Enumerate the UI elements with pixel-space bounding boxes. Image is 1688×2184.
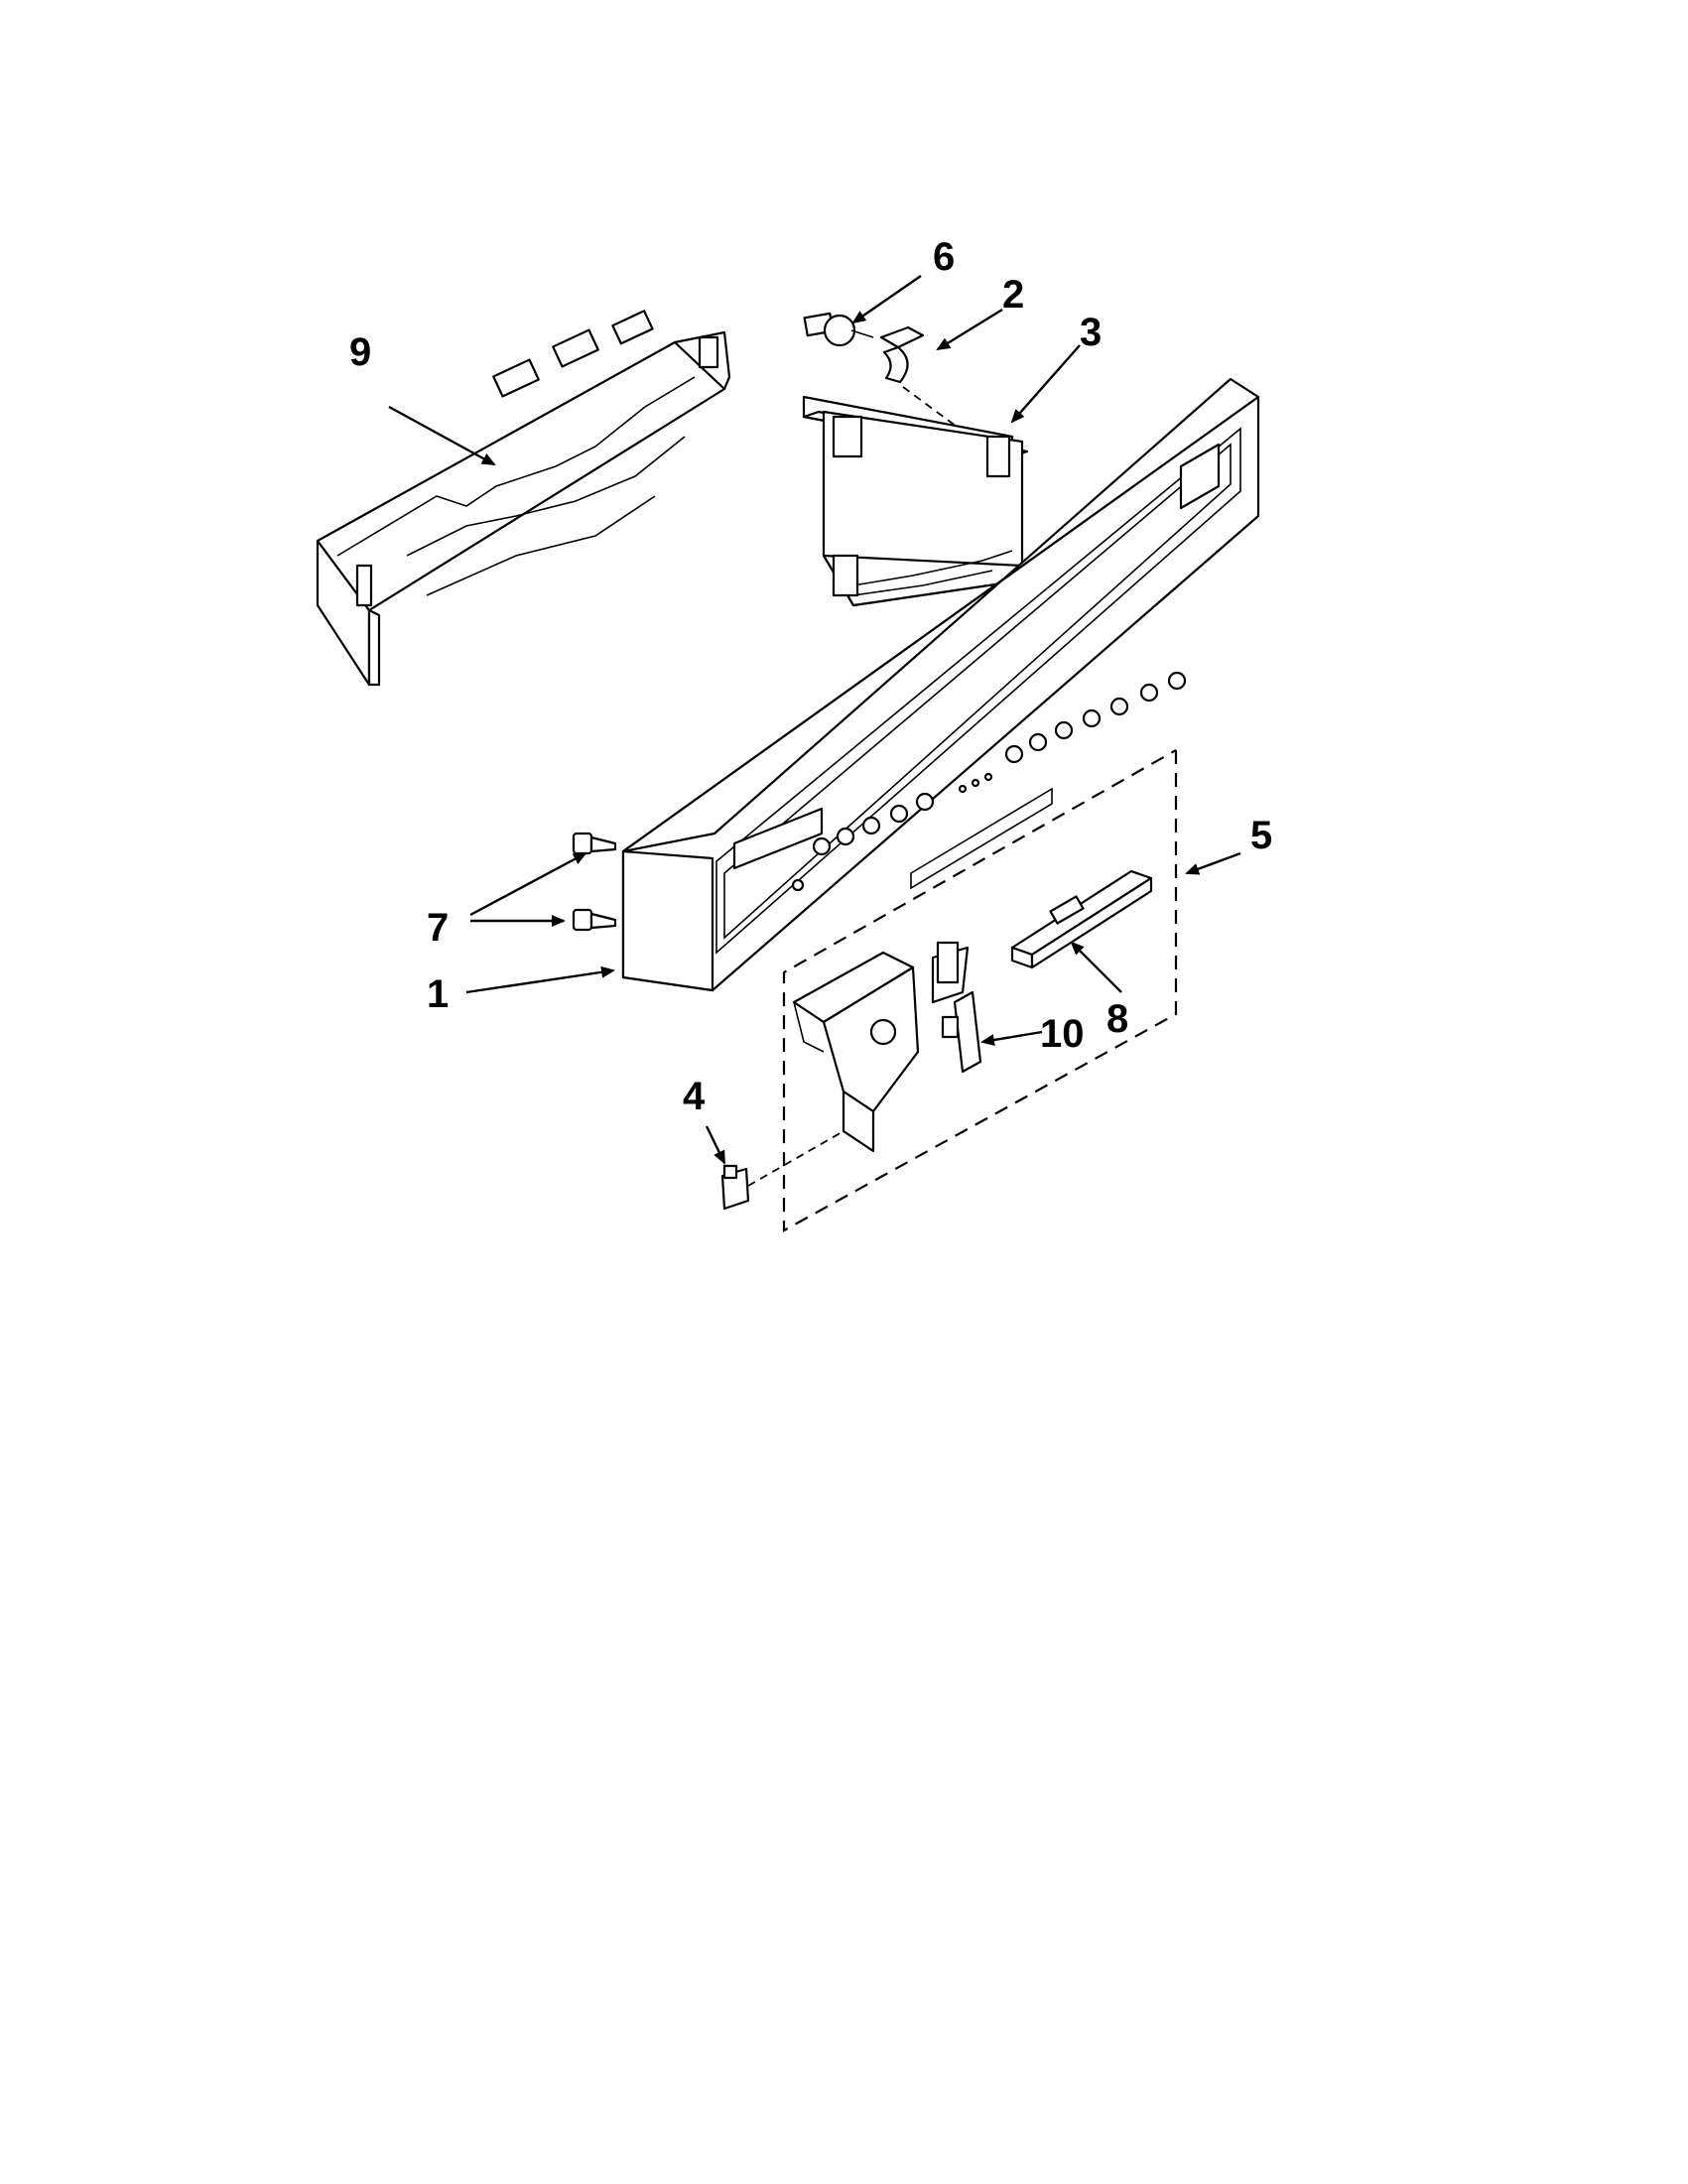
leader-7a bbox=[469, 851, 587, 917]
leader-4 bbox=[705, 1125, 726, 1165]
part-3-control-board bbox=[802, 395, 1029, 607]
leader-5 bbox=[1185, 851, 1241, 875]
callout-5: 5 bbox=[1250, 814, 1272, 857]
leader-9 bbox=[388, 405, 496, 466]
callout-2: 2 bbox=[1002, 273, 1024, 317]
part-8-handle bbox=[1010, 869, 1153, 969]
part-4-switch bbox=[720, 1130, 844, 1211]
part-5-latch-assembly bbox=[792, 941, 970, 1153]
leader-10 bbox=[980, 1030, 1043, 1046]
part-9-bracket bbox=[316, 310, 731, 687]
part-7-screws bbox=[572, 832, 617, 932]
callout-7: 7 bbox=[427, 906, 449, 950]
part-1-console bbox=[621, 377, 1260, 992]
callout-8: 8 bbox=[1106, 997, 1128, 1041]
callout-10: 10 bbox=[1040, 1012, 1085, 1056]
assembly-5-outline bbox=[782, 749, 1178, 1232]
callout-1: 1 bbox=[427, 972, 449, 1016]
callout-3: 3 bbox=[1080, 311, 1102, 354]
part-10-switch bbox=[941, 990, 982, 1074]
callout-4: 4 bbox=[683, 1075, 706, 1118]
callout-9: 9 bbox=[349, 330, 371, 374]
leader-1 bbox=[465, 965, 615, 994]
leader-2 bbox=[936, 308, 1003, 351]
callout-numbers: 9 6 2 3 5 7 1 8 10 4 bbox=[349, 235, 1272, 1118]
callout-6: 6 bbox=[933, 235, 955, 279]
leader-3 bbox=[1010, 344, 1081, 424]
part-6-sensor bbox=[803, 312, 874, 347]
leader-8 bbox=[1070, 941, 1122, 993]
leader-6 bbox=[851, 275, 922, 324]
leader-lines bbox=[388, 275, 1241, 1165]
